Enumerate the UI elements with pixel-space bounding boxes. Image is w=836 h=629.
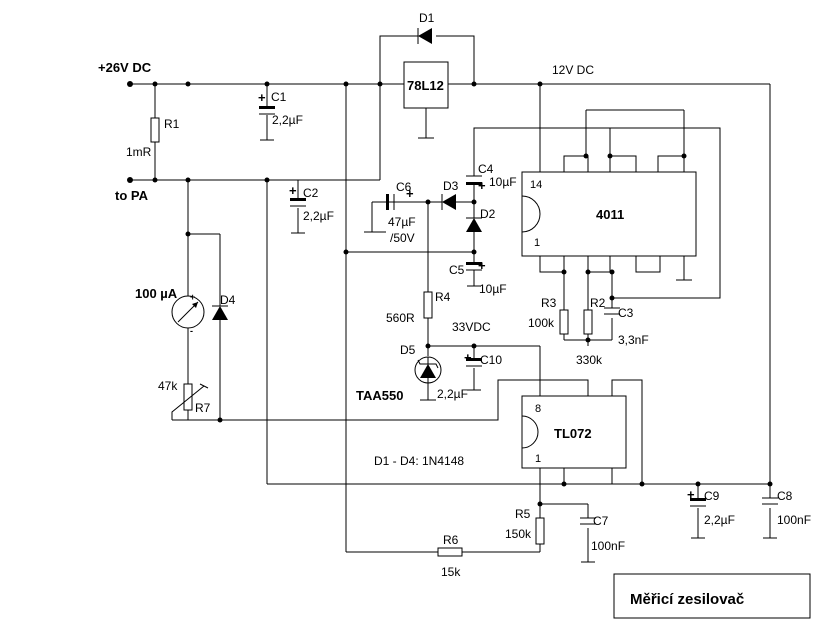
diode-d4	[212, 305, 228, 320]
r6-label: R6	[443, 533, 459, 547]
d2-label: D2	[480, 207, 496, 221]
capacitor-c3	[604, 307, 620, 315]
d5-value: TAA550	[356, 388, 403, 403]
r3-label: R3	[541, 296, 557, 310]
potentiometer-r7	[171, 383, 209, 420]
svg-text:+: +	[478, 178, 486, 193]
diodes-note: D1 - D4: 1N4148	[374, 454, 464, 468]
r6-value: 15k	[441, 565, 461, 579]
c7-label: C7	[593, 514, 609, 528]
capacitor-c6	[386, 194, 404, 210]
c9-label: C9	[704, 489, 720, 503]
r4-value: 560R	[386, 311, 415, 325]
c6-label: C6	[396, 180, 412, 194]
ic2-pin8: 8	[535, 403, 541, 415]
capacitor-c4	[466, 175, 482, 185]
d1-label: D1	[419, 11, 435, 25]
r2-label: R2	[590, 296, 606, 310]
junction-dots	[127, 81, 773, 507]
c1-value: 2,2µF	[272, 113, 303, 127]
c2-value: 2,2µF	[303, 209, 334, 223]
capacitor-c5	[466, 262, 482, 287]
supply-label: +26V DC	[98, 60, 152, 75]
c8-label: C8	[777, 489, 793, 503]
diode-d1	[417, 28, 432, 44]
svg-text:+: +	[478, 258, 486, 273]
resistor-r2	[583, 309, 593, 335]
c7-value: 100nF	[591, 539, 625, 553]
r1-value: 1mR	[126, 145, 152, 159]
svg-text:+: +	[406, 186, 414, 201]
svg-text:+: +	[464, 350, 472, 365]
r5-label: R5	[515, 507, 531, 521]
r2-value: 330k	[576, 353, 603, 367]
meter-100ua	[171, 295, 205, 329]
r7-value: 47k	[158, 379, 178, 393]
svg-text:+: +	[190, 292, 195, 302]
title-text: Měřicí zesilovač	[630, 591, 744, 608]
svg-text:+: +	[258, 90, 266, 105]
resistor-r5	[535, 517, 545, 545]
d3-label: D3	[443, 179, 459, 193]
r1-label: R1	[164, 117, 180, 131]
ic-4011	[521, 171, 697, 257]
c4-label: C4	[478, 162, 494, 176]
c3-value: 3,3nF	[618, 333, 649, 347]
c1-label: C1	[271, 90, 287, 104]
c10-value: 2,2µF	[437, 387, 468, 401]
ic2-label: TL072	[554, 426, 592, 441]
resistor-r1	[150, 117, 160, 143]
ic1-label: 4011	[596, 207, 624, 222]
reg-out-label: 12V DC	[552, 63, 594, 77]
r5-value: 150k	[505, 527, 532, 541]
c8-value: 100nF	[777, 513, 811, 527]
c10-label: C10	[480, 353, 502, 367]
capacitor-c10	[466, 358, 482, 391]
ic1-pin1: 1	[534, 237, 540, 249]
svg-text:+: +	[687, 487, 695, 502]
ic-tl072	[521, 395, 627, 469]
c6-value1: 47µF	[388, 215, 416, 229]
svg-text:+: +	[289, 183, 297, 198]
diode-d3	[441, 194, 456, 210]
regulator-78l12	[403, 61, 449, 109]
c4-value: 10µF	[489, 175, 517, 189]
v33-label: 33VDC	[452, 320, 491, 334]
d4-label: D4	[220, 293, 236, 307]
c6-value2: /50V	[390, 231, 415, 245]
resistor-r4	[423, 291, 433, 319]
ic2-pin1: 1	[535, 453, 541, 465]
capacitor-c1	[259, 106, 275, 141]
meter-label: 100 µA	[135, 286, 178, 301]
capacitor-c9	[690, 498, 706, 539]
c2-label: C2	[303, 186, 319, 200]
zener-d5	[414, 356, 442, 384]
r3-value: 100k	[528, 316, 555, 330]
c9-value: 2,2µF	[704, 513, 735, 527]
c5-value: 10µF	[479, 282, 507, 296]
capacitor-c2	[290, 198, 306, 234]
capacitor-c7	[580, 517, 596, 563]
c5-label: C5	[449, 263, 465, 277]
capacitor-c8	[762, 497, 778, 539]
r7-label: R7	[195, 401, 211, 415]
polarity-marks: + + + + + + + + -	[190, 90, 695, 502]
regulator-label: 78L12	[407, 78, 444, 93]
to-pa-label: to PA	[115, 188, 149, 203]
diode-d2	[466, 217, 482, 232]
ic1-pin14: 14	[530, 179, 542, 191]
r4-label: R4	[435, 290, 451, 304]
title-box	[613, 573, 811, 619]
svg-text:-: -	[190, 326, 193, 336]
wires	[130, 35, 771, 562]
resistor-r6	[437, 547, 463, 557]
resistor-r3	[559, 309, 569, 335]
d5-label: D5	[400, 343, 416, 357]
c3-label: C3	[618, 306, 634, 320]
